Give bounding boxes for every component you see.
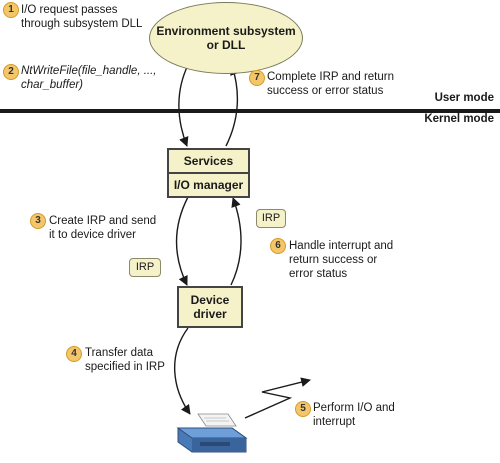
arrow-driver-to-io	[230, 197, 242, 286]
step-4-badge: 4	[66, 346, 82, 362]
arrow-services-to-env	[225, 65, 240, 147]
environment-subsystem-node: Environment subsystem or DLL	[149, 2, 303, 74]
step-2-text: NtWriteFile(file_handle, ..., char_buffe…	[21, 65, 157, 91]
irp-tag-send-label: IRP	[135, 261, 155, 273]
step-1-text: I/O request passes through subsystem DLL	[21, 4, 143, 30]
irp-tag-return: IRP	[256, 209, 286, 228]
irp-tag-return-label: IRP	[261, 212, 281, 224]
step-3-badge: 3	[30, 213, 46, 229]
printer-icon	[176, 413, 248, 453]
step-5-text: Perform I/O and interrupt	[313, 402, 395, 428]
step-2-badge: 2	[3, 64, 19, 80]
arrow-io-to-driver	[175, 196, 189, 286]
interrupt-zigzag	[244, 377, 311, 419]
environment-subsystem-label: Environment subsystem or DLL	[156, 24, 296, 52]
device-driver-node: Device driver	[177, 286, 243, 328]
arrow-driver-to-device	[174, 327, 191, 415]
step-1-badge: 1	[3, 2, 19, 18]
io-manager-node: I/O manager	[167, 172, 250, 198]
user-mode-label: User mode	[434, 92, 494, 104]
step-5-badge: 5	[295, 401, 311, 417]
irp-tag-send: IRP	[129, 258, 161, 277]
services-label: Services	[183, 154, 234, 168]
step-6-badge: 6	[270, 238, 286, 254]
step-4-text: Transfer data specified in IRP	[85, 347, 165, 373]
step-6-text: Handle interrupt and return success or e…	[289, 240, 394, 280]
services-node: Services	[167, 148, 250, 174]
step-3-text: Create IRP and send it to device driver	[49, 215, 157, 241]
io-manager-label: I/O manager	[173, 178, 244, 192]
step-7-badge: 7	[249, 70, 265, 86]
kernel-mode-label: Kernel mode	[424, 113, 494, 125]
step-7-text: Complete IRP and return success or error…	[267, 71, 394, 97]
arrow-env-to-services	[178, 64, 189, 147]
device-driver-label: Device driver	[190, 293, 230, 321]
